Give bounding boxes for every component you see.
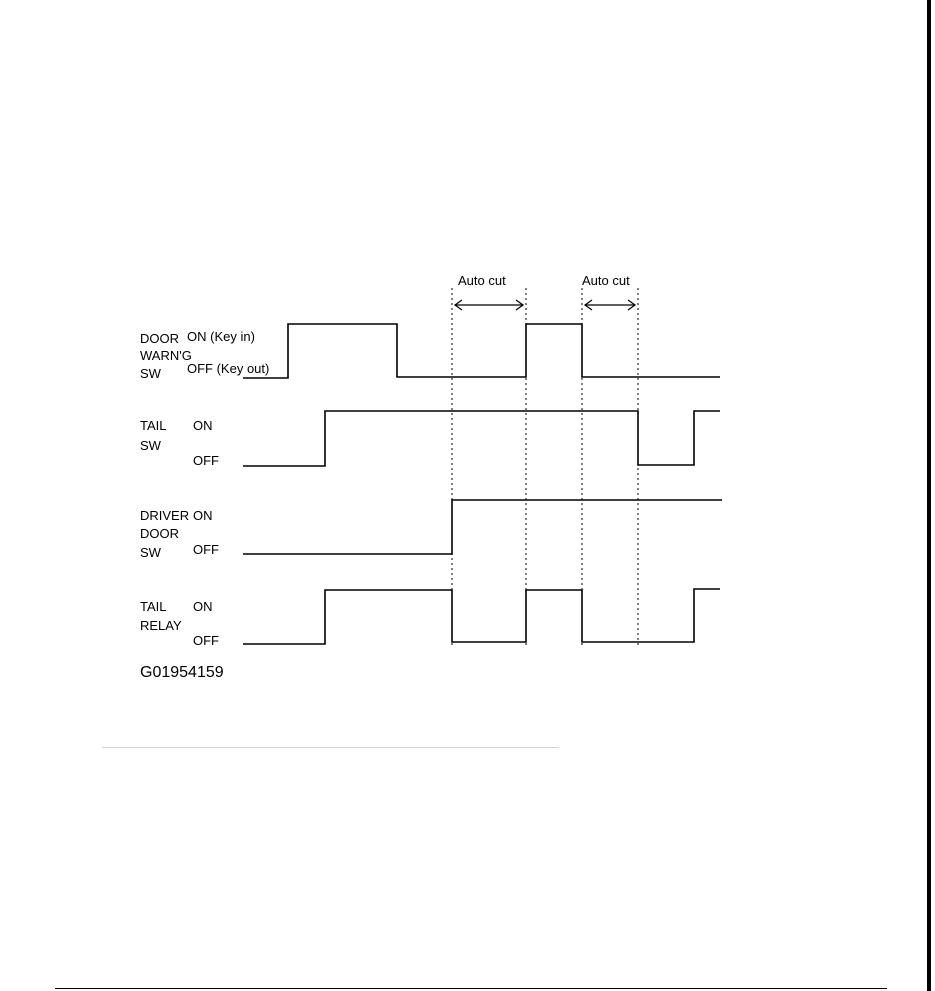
signal-name-line-3: SW [140,366,162,381]
figure-code: G01954159 [140,664,224,681]
waveform-door-warning-sw [243,323,720,379]
waveform-driver-door-sw [243,499,722,555]
time-guides [451,288,639,645]
page-right-border [927,0,931,991]
signal-name-line-1: DRIVER [140,508,189,523]
signal-name-line-3: SW [140,545,162,560]
on-state-label: ON [193,599,213,614]
auto-cut-label-1: Auto cut [458,273,506,288]
signal-name-line-1: DOOR [140,331,179,346]
page-bottom-rule [55,988,887,989]
arrow-head-left-icon [583,299,593,311]
signal-name-line-2: WARN'G [140,348,192,363]
signal-name-line-1: TAIL [140,599,167,614]
signal-name-line-1: TAIL [140,418,167,433]
arrow-head-right-icon [627,299,637,311]
off-state-label: OFF (Key out) [187,361,269,376]
arrow-head-right-icon [515,299,525,311]
signal-row-tail-sw: TAIL SW ON OFF [140,410,720,468]
arrow-head-left-icon [453,299,463,311]
signal-row-driver-door-sw: DRIVER DOOR SW ON OFF [140,499,722,560]
signal-row-door-warning-sw: DOOR WARN'G SW ON (Key in) OFF (Key out) [140,323,720,381]
auto-cut-annotation-1: Auto cut [453,273,525,311]
signal-row-tail-relay: TAIL RELAY ON OFF [140,588,720,648]
on-state-label: ON (Key in) [187,329,255,344]
auto-cut-annotation-2: Auto cut [582,273,637,311]
off-state-label: OFF [193,453,219,468]
off-state-label: OFF [193,542,219,557]
on-state-label: ON [193,418,213,433]
waveform-tail-relay [243,588,720,645]
off-state-label: OFF [193,633,219,648]
caption-divider [102,747,559,748]
on-state-label: ON [193,508,213,523]
signal-name-line-2: DOOR [140,526,179,541]
signal-name-line-2: SW [140,438,162,453]
signal-name-line-2: RELAY [140,618,182,633]
waveform-tail-sw [243,410,720,467]
auto-cut-label-2: Auto cut [582,273,630,288]
